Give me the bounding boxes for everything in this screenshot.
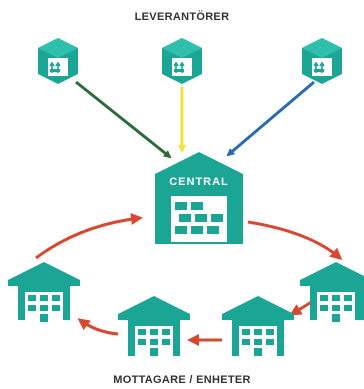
- box-icon: [162, 38, 202, 84]
- arrow-icon: [226, 80, 315, 157]
- suppliers-label: LEVERANTÖRER: [134, 11, 230, 23]
- receivers-label: MOTTAGARE / ENHETER: [113, 374, 251, 386]
- box-icon: [38, 38, 78, 84]
- arrow-icon: [247, 220, 343, 260]
- receiver-building-right: [300, 262, 364, 322]
- arrow-icon: [75, 80, 172, 159]
- receiver-building-left: [8, 262, 80, 322]
- receiver-building-bottom-right: [222, 296, 294, 356]
- arrow-icon: [77, 318, 119, 336]
- building-icon: [8, 262, 80, 322]
- box-icon: [302, 38, 342, 84]
- supplier-box-middle: [162, 38, 202, 84]
- arrow-icon: [35, 213, 143, 260]
- building-icon: [222, 296, 294, 356]
- building-icon: [118, 296, 190, 356]
- supplier-arrows: [75, 80, 315, 159]
- supplier-box-left: [38, 38, 78, 84]
- supplier-box-right: [302, 38, 342, 84]
- building-icon: [300, 262, 364, 322]
- warehouse-icon: [155, 152, 243, 244]
- receiver-building-bottom-left: [118, 296, 190, 356]
- central-warehouse: CENTRAL: [155, 152, 243, 244]
- central-label: CENTRAL: [169, 176, 229, 188]
